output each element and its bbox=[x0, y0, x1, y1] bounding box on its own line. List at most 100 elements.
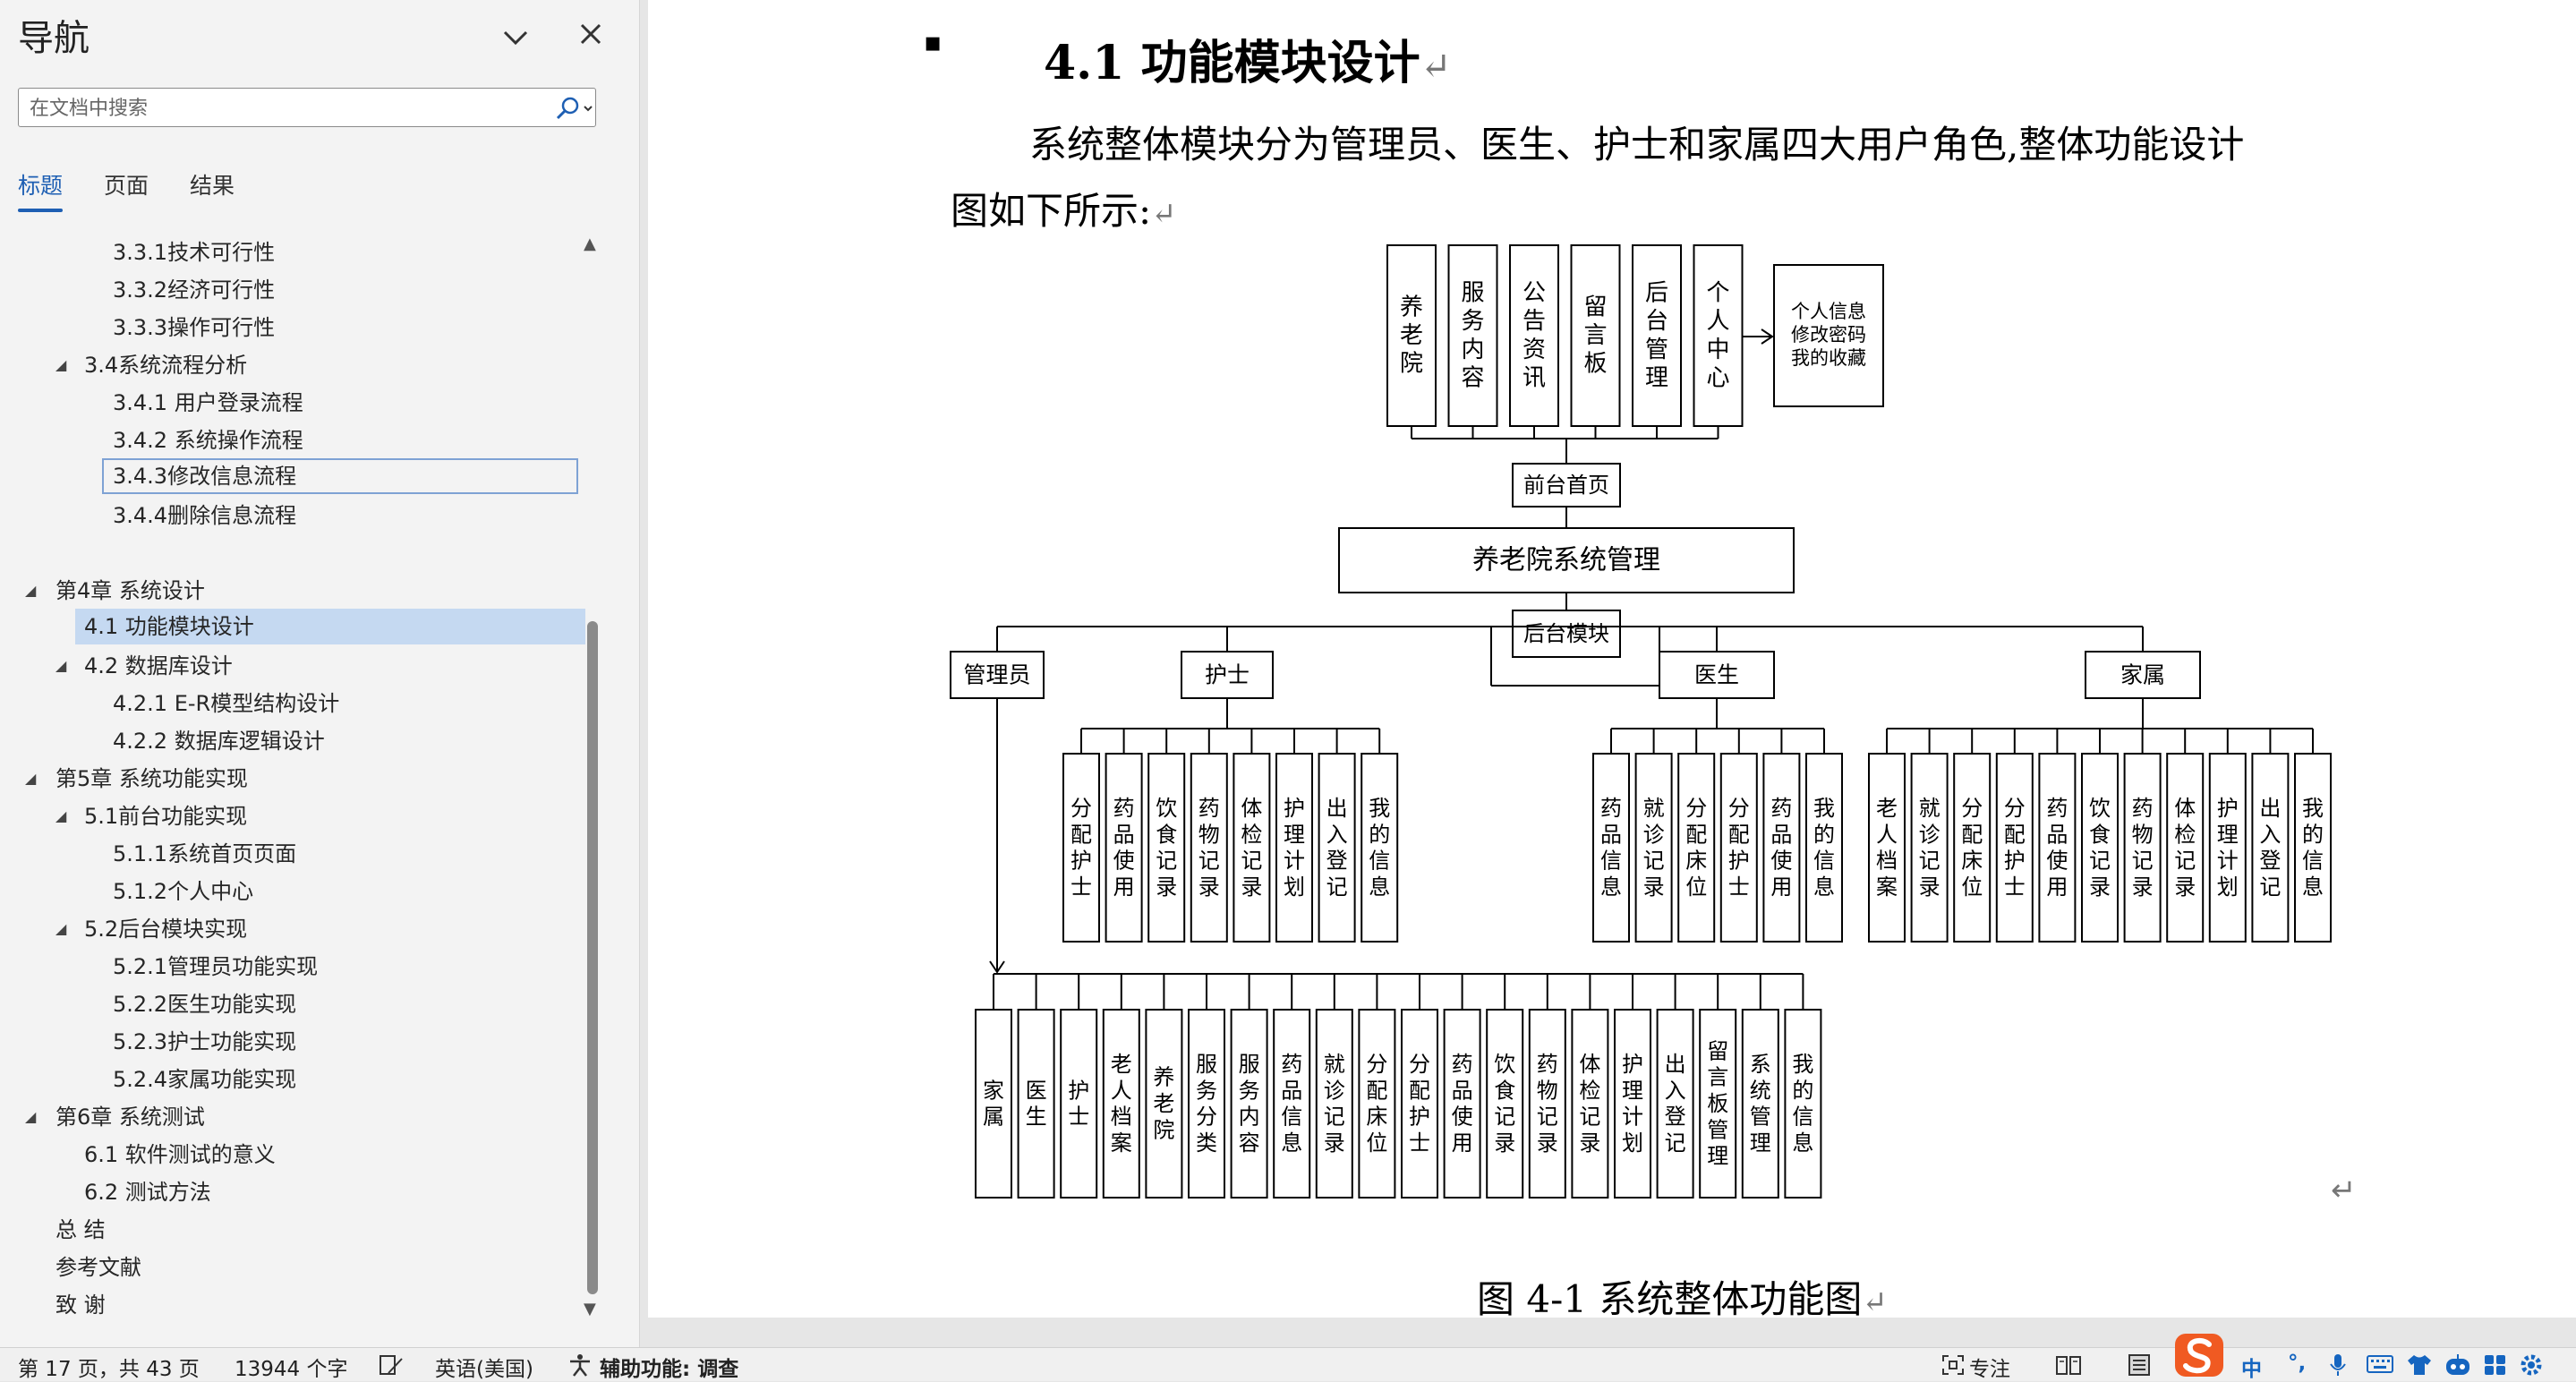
family-function-box bbox=[2294, 753, 2332, 943]
admin-function-box bbox=[975, 1009, 1012, 1199]
read-mode-icon[interactable] bbox=[2055, 1353, 2082, 1377]
nav-item[interactable]: 5.2.2医生功能实现 bbox=[113, 992, 297, 1017]
close-icon[interactable] bbox=[573, 16, 609, 52]
nav-item[interactable]: 第5章 系统功能实现 bbox=[55, 766, 248, 791]
nav-item[interactable]: 3.4.4删除信息流程 bbox=[113, 503, 297, 528]
diagram-char: 容 bbox=[1239, 1130, 1260, 1156]
language-indicator[interactable]: 英语(美国) bbox=[435, 1358, 533, 1381]
nav-item[interactable]: 5.2后台模块实现 bbox=[84, 917, 248, 942]
paragraph-line[interactable]: 系统整体模块分为管理员、医生、护士和家属四大用户角色,整体功能设计 bbox=[1029, 123, 2245, 166]
accessibility-status[interactable]: 辅助功能: 调查 bbox=[600, 1358, 739, 1381]
figure-caption[interactable]: 图 4-1 系统整体功能图↵ bbox=[1477, 1277, 1888, 1321]
scrollbar-thumb[interactable] bbox=[587, 621, 598, 1294]
section-heading[interactable]: 4.1 功能模块设计↵ bbox=[1044, 36, 1452, 90]
document-page[interactable]: ▪ 4.1 功能模块设计↵ 系统整体模块分为管理员、医生、护士和家属四大用户角色… bbox=[648, 0, 2576, 1321]
nurse-function-box bbox=[1361, 753, 1399, 943]
ime-punctuation-mode[interactable]: °, bbox=[2288, 1352, 2307, 1375]
family-function-box bbox=[1953, 753, 1992, 943]
nav-item[interactable]: 3.3.2经济可行性 bbox=[113, 277, 276, 303]
nav-item[interactable]: 3.4.1 用户登录流程 bbox=[113, 390, 303, 415]
tab-headings[interactable]: 标题 bbox=[18, 173, 64, 199]
diagram-char: 理 bbox=[1284, 822, 1305, 847]
nav-item[interactable]: 4.2.1 E-R模型结构设计 bbox=[113, 691, 340, 716]
nav-item[interactable]: 4.2.2 数据库逻辑设计 bbox=[113, 729, 325, 754]
proofing-icon[interactable] bbox=[378, 1353, 405, 1377]
diagram-char: 统 bbox=[1750, 1078, 1771, 1103]
chevron-down-icon[interactable] bbox=[498, 20, 533, 55]
doctor-function-box bbox=[1805, 753, 1843, 943]
tab-results[interactable]: 结果 bbox=[190, 173, 235, 199]
diagram-char: 护 bbox=[2217, 796, 2239, 821]
toolbox-grid-icon[interactable] bbox=[2483, 1353, 2508, 1377]
nav-item[interactable]: 5.1.2个人中心 bbox=[113, 879, 254, 904]
search-input[interactable] bbox=[28, 94, 550, 123]
nav-item[interactable]: 3.4系统流程分析 bbox=[84, 353, 248, 378]
nav-item[interactable]: 3.3.3操作可行性 bbox=[113, 315, 276, 340]
nav-item[interactable]: 5.1前台功能实现 bbox=[84, 804, 248, 829]
diagram-char: 药 bbox=[1281, 1052, 1302, 1077]
collapse-triangle-icon[interactable]: ◢ bbox=[25, 1108, 37, 1125]
word-count[interactable]: 13944 个字 bbox=[235, 1358, 348, 1381]
admin-function-box bbox=[1401, 1009, 1438, 1199]
diagram-char: 品 bbox=[1452, 1078, 1473, 1103]
tab-pages[interactable]: 页面 bbox=[104, 173, 149, 199]
nav-item[interactable]: 5.1.1系统首页页面 bbox=[113, 841, 297, 866]
diagram-char: 使 bbox=[1770, 849, 1792, 874]
diagram-char: 记 bbox=[2259, 874, 2281, 900]
nav-title: 导航 bbox=[18, 18, 90, 59]
diagram-char: 档 bbox=[1111, 1105, 1132, 1130]
paragraph-line[interactable]: 图如下所示:↵ bbox=[951, 189, 1177, 233]
admin-function-box bbox=[1017, 1009, 1055, 1199]
diagram-char: 物 bbox=[1198, 822, 1220, 847]
scroll-down-icon[interactable]: ▼ bbox=[584, 1300, 596, 1318]
diagram-char: 药 bbox=[1537, 1052, 1558, 1077]
nav-item[interactable]: 第6章 系统测试 bbox=[55, 1105, 205, 1130]
front-home-label: 前台首页 bbox=[1523, 473, 1609, 498]
nav-item-hover[interactable]: 3.4.3修改信息流程 bbox=[102, 458, 578, 494]
nav-item[interactable]: 第4章 系统设计 bbox=[55, 578, 205, 603]
top-module-box bbox=[1509, 244, 1559, 427]
accessibility-icon[interactable] bbox=[567, 1353, 593, 1377]
diagram-char: 老 bbox=[1400, 322, 1423, 349]
collapse-triangle-icon[interactable]: ◢ bbox=[25, 582, 37, 599]
nav-item[interactable]: 4.2 数据库设计 bbox=[84, 653, 233, 678]
collapse-triangle-icon[interactable]: ◢ bbox=[55, 657, 67, 674]
settings-gear-icon[interactable] bbox=[2519, 1353, 2544, 1377]
ime-chinese-mode[interactable]: 中 bbox=[2241, 1358, 2262, 1381]
nav-item[interactable]: 5.2.4家属功能实现 bbox=[113, 1067, 297, 1092]
diagram-char: 我 bbox=[1792, 1052, 1813, 1077]
collapse-triangle-icon[interactable]: ◢ bbox=[55, 920, 67, 937]
skin-shirt-icon[interactable] bbox=[2406, 1353, 2433, 1377]
print-layout-icon[interactable] bbox=[2127, 1353, 2152, 1377]
nav-item[interactable]: 3.3.1技术可行性 bbox=[113, 240, 276, 265]
nav-item[interactable]: 5.2.1管理员功能实现 bbox=[113, 954, 319, 979]
diagram-char: 品 bbox=[1113, 822, 1135, 847]
diagram-char: 的 bbox=[1813, 822, 1835, 847]
keyboard-icon[interactable] bbox=[2367, 1353, 2393, 1375]
collapse-triangle-icon[interactable]: ◢ bbox=[55, 807, 67, 824]
nav-item[interactable]: 5.2.3护士功能实现 bbox=[113, 1029, 297, 1054]
nav-item[interactable]: 6.1 软件测试的意义 bbox=[84, 1142, 276, 1167]
diagram-char: 记 bbox=[1665, 1130, 1686, 1156]
ime-logo-icon[interactable] bbox=[2173, 1332, 2225, 1378]
nav-item-current[interactable]: 4.1 功能模块设计 bbox=[75, 609, 585, 644]
diagram-char: 出 bbox=[1326, 796, 1348, 821]
nav-item[interactable]: 6.2 测试方法 bbox=[84, 1180, 211, 1205]
focus-mode-button[interactable]: 专注 bbox=[1969, 1358, 2010, 1381]
diagram-char: 服 bbox=[1461, 279, 1484, 306]
search-icon[interactable] bbox=[552, 96, 595, 121]
collapse-triangle-icon[interactable]: ◢ bbox=[55, 356, 67, 373]
assistant-robot-icon[interactable] bbox=[2444, 1353, 2472, 1377]
scroll-up-icon[interactable]: ▲ bbox=[584, 235, 596, 253]
nav-item[interactable]: 总 结 bbox=[55, 1217, 106, 1242]
nav-item[interactable]: 参考文献 bbox=[55, 1255, 141, 1280]
nav-item[interactable]: 致 谢 bbox=[55, 1292, 106, 1318]
admin-function-box bbox=[1230, 1009, 1268, 1199]
diagram-char: 护 bbox=[1409, 1105, 1430, 1130]
collapse-triangle-icon[interactable]: ◢ bbox=[25, 770, 37, 787]
diagram-char: 床 bbox=[1366, 1105, 1387, 1130]
microphone-icon[interactable] bbox=[2327, 1353, 2349, 1377]
focus-mode-icon[interactable] bbox=[1941, 1353, 1966, 1377]
page-count[interactable]: 第 17 页，共 43 页 bbox=[18, 1358, 200, 1381]
nav-item[interactable]: 3.4.2 系统操作流程 bbox=[113, 428, 303, 453]
